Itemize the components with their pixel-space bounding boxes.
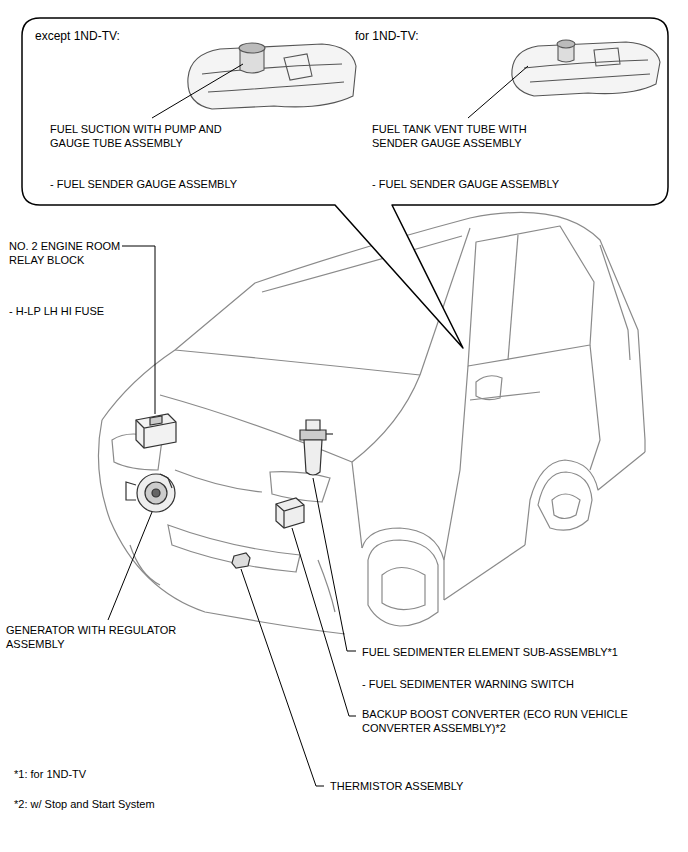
backup-boost-converter — [276, 498, 304, 528]
generator-part — [152, 489, 160, 497]
part-name: BACKUP BOOST CONVERTER (ECO RUN VEHICLE … — [362, 707, 662, 736]
headlights-part — [175, 470, 262, 492]
front-wheel — [368, 540, 438, 626]
sub-part-name: - FUEL SENDER GAUGE ASSEMBLY — [372, 177, 559, 191]
car-body-part — [470, 392, 540, 400]
part-name: GENERATOR WITH REGULATOR ASSEMBLY — [6, 623, 206, 652]
callout-leaders-part — [152, 64, 243, 118]
relay-block-part — [150, 416, 162, 425]
car-body-part — [262, 236, 462, 292]
fuel-tank-left-part — [188, 44, 356, 109]
fuel-tank-right-part — [557, 40, 575, 48]
fuel-tank-right-part — [530, 74, 650, 82]
backup-boost-converter-part — [276, 498, 304, 528]
car-body-part — [98, 420, 345, 634]
fuel-tank-right-part — [524, 60, 648, 68]
door-mirror — [476, 376, 502, 400]
car-body-part — [444, 545, 525, 600]
part-name: FUEL SUCTION WITH PUMP AND GAUGE TUBE AS… — [50, 122, 250, 151]
car-body-part — [443, 560, 444, 600]
rear-wheel-part — [538, 472, 592, 530]
fuel-sedimenter — [300, 420, 333, 475]
fuel-tank-left-part — [208, 82, 344, 92]
car-body-part — [468, 226, 594, 366]
car-body — [98, 212, 645, 634]
headlights-part — [270, 472, 330, 502]
fuel-sedimenter-part — [306, 420, 320, 430]
fuel-tank-left-part — [239, 43, 265, 53]
rear-wheel — [538, 472, 592, 530]
callout-leaders — [152, 64, 528, 118]
generator-part — [160, 474, 172, 488]
relay-block-part — [136, 414, 176, 448]
grille-part — [168, 525, 300, 572]
car-body-part — [352, 375, 420, 462]
part-name: THERMISTOR ASSEMBLY — [330, 779, 463, 793]
leader-lines-part — [292, 528, 356, 716]
generator-part — [126, 482, 136, 500]
fuel-tank-right-part — [594, 48, 620, 66]
backup-boost-converter-part — [276, 504, 304, 528]
car-body-part — [160, 395, 352, 462]
car-body-part — [508, 235, 518, 360]
callout-border — [22, 18, 668, 348]
car-body-part — [175, 350, 420, 375]
fuel-sedimenter-part — [326, 433, 333, 434]
car-body-part — [644, 440, 645, 452]
part-name: NO. 2 ENGINE ROOM RELAY BLOCK — [9, 239, 144, 268]
car-body-part — [102, 350, 175, 420]
part-name: FUEL SEDIMENTER ELEMENT SUB-ASSEMBLY*1 — [362, 645, 618, 659]
fuel-tank-left — [188, 43, 356, 109]
rear-wheel-part — [552, 494, 580, 519]
front-wheel-part — [382, 568, 425, 610]
car-body-part — [600, 245, 630, 360]
callout-leaders-part — [468, 66, 528, 118]
fuel-tank-right-part — [512, 42, 660, 96]
fuel-tank-left-part — [202, 64, 342, 74]
front-wheel-part — [368, 540, 438, 626]
fuel-sedimenter-part — [304, 440, 322, 475]
thermistor-part — [232, 553, 250, 568]
leader-lines-part — [108, 512, 152, 620]
fuel-tank-right — [512, 40, 660, 96]
variant-heading: except 1ND-TV: — [35, 29, 120, 45]
car-body-part — [525, 452, 645, 545]
variant-heading: for 1ND-TV: — [355, 29, 419, 45]
thermistor — [232, 553, 250, 568]
generator-part — [145, 482, 167, 504]
car-body-part — [362, 528, 444, 560]
grille-part — [130, 545, 160, 585]
footnote: *1: for 1ND-TV — [14, 767, 86, 781]
leader-lines-part — [241, 569, 324, 786]
leader-lines-part — [122, 246, 155, 414]
part-name: FUEL TANK VENT TUBE WITH SENDER GAUGE AS… — [372, 122, 557, 151]
car-body-part — [352, 462, 362, 548]
leader-lines — [108, 246, 356, 786]
relay-block — [136, 414, 176, 448]
car-body-part — [590, 345, 600, 470]
car-body-part — [444, 366, 468, 560]
footnote: *2: w/ Stop and Start System — [14, 797, 155, 811]
fuel-sedimenter-part — [300, 430, 326, 440]
generator-part — [137, 474, 175, 512]
sub-part-name: - FUEL SENDER GAUGE ASSEMBLY — [50, 177, 237, 191]
grille-part — [318, 560, 335, 612]
sub-part-name: - FUEL SEDIMENTER WARNING SWITCH — [362, 677, 574, 691]
fuel-tank-left-part — [284, 54, 312, 80]
callout-box: except 1ND-TV: FUEL SUCTION WITH PUMP AND… — [22, 18, 668, 205]
generator — [126, 474, 175, 512]
sub-part-name: - H-LP LH HI FUSE — [9, 304, 104, 318]
leader-lines-part — [313, 478, 356, 651]
door-mirror-part — [476, 376, 502, 400]
